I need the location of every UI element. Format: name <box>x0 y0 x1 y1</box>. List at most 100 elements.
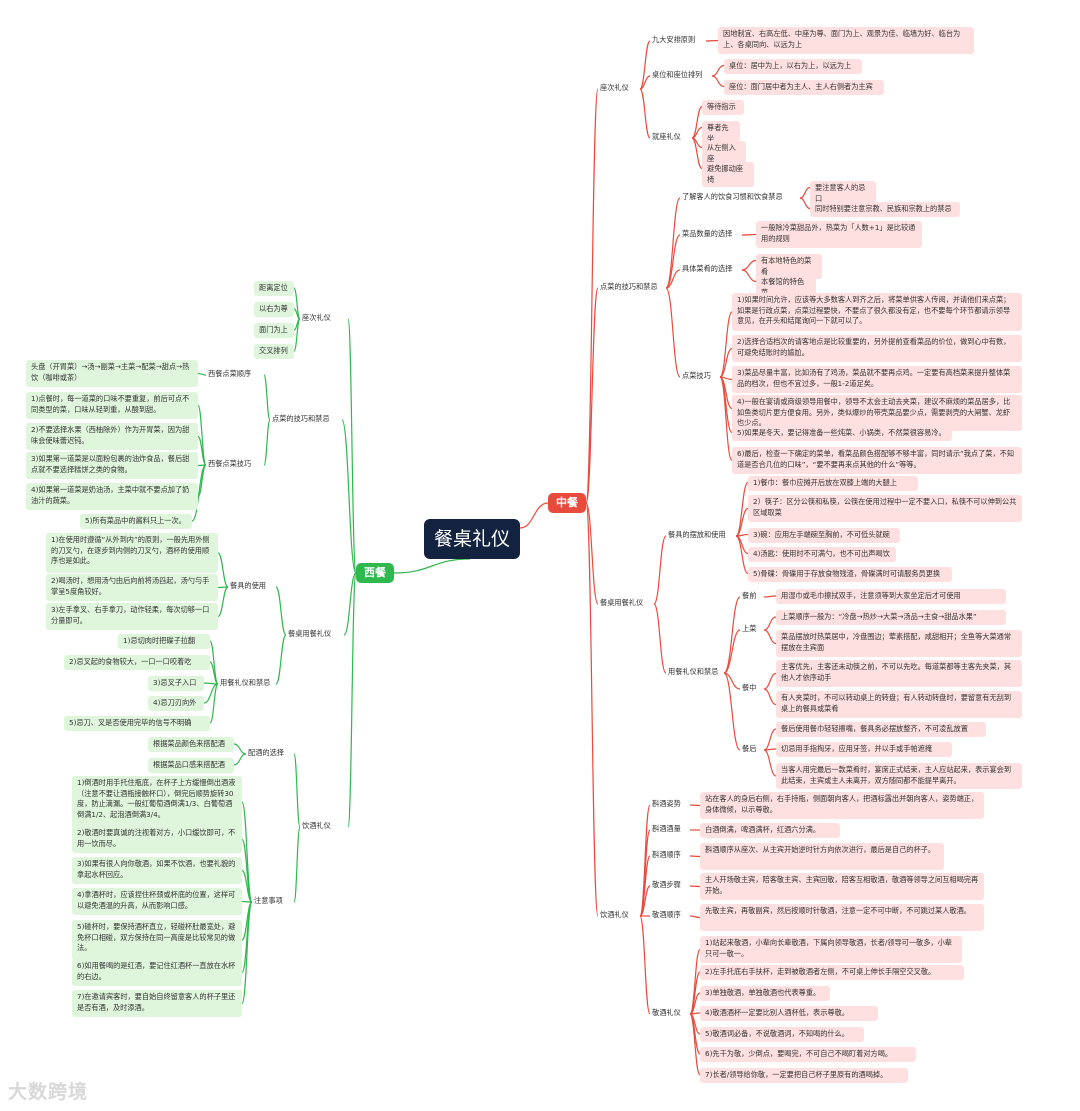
leaf-topic[interactable]: 7)在邀请宾客时，要自始自终留意客人的杯子里还是否有酒，及时添酒。 <box>72 990 242 1017</box>
subtopic[interactable]: 敬酒步骤 <box>652 880 681 889</box>
subtopic[interactable]: 敬酒顺序 <box>652 910 681 919</box>
leaf-topic[interactable]: 桌位：居中为上，以右为上，以远为上 <box>724 59 862 74</box>
leaf-topic[interactable]: 根据菜品口感来搭配酒 <box>148 758 234 773</box>
leaf-topic[interactable]: 一般除冷菜甜品外，热菜为「人数+1」是比较通用的规则 <box>756 221 922 248</box>
leaf-topic[interactable]: 5)碰杯时，要保持酒杯直立，轻碰杯肚最宽处，避免杯口相碰，双方保持在同一高度是比… <box>72 920 242 960</box>
leaf-topic[interactable]: 从左侧入座 <box>702 141 746 166</box>
leaf-topic[interactable]: 5)敬酒词必备，不说敬酒词，不知喝的什么。 <box>700 1027 864 1042</box>
leaf-topic[interactable]: 7)长者/领导给你敬，一定要把自己杯子里原有的酒喝掉。 <box>700 1068 908 1083</box>
leaf-topic[interactable]: 1)餐巾：餐巾应摊开后放在双膝上端的大腿上 <box>748 476 918 491</box>
leaf-topic[interactable]: 3)如果有很人向你敬酒，如果不饮酒，也要礼貌的拿起水杯回应。 <box>72 857 242 884</box>
subtopic[interactable]: 具体菜肴的选择 <box>682 264 733 273</box>
leaf-topic[interactable]: 1)点餐时，每一道菜的口味不要重复，前后可点不同类型的菜，口味从轻到重，从酸到甜… <box>26 392 198 419</box>
leaf-topic[interactable]: 以右为尊 <box>254 302 294 317</box>
subtopic[interactable]: 斟酒姿势 <box>652 799 681 808</box>
subtopic[interactable]: 西餐点菜顺序 <box>208 369 252 378</box>
leaf-topic[interactable]: 4)一般在宴请或商级领导用餐中，领导不太会主动去夹菜，建议不麻烦的菜品居多，比如… <box>732 395 1022 431</box>
leaf-topic[interactable]: 3)如果第一道菜是以面粉包裹的油炸食品，餐后甜点就不要选择糕饼之类的食物。 <box>26 452 198 479</box>
main-topic-chinese[interactable]: 中餐 <box>548 493 586 513</box>
leaf-topic[interactable]: 2)左手托底右手扶杯，走到被敬酒者左侧，不可桌上伸长手隔空交叉敬。 <box>700 965 964 980</box>
leaf-topic[interactable]: 距离定位 <box>254 281 294 296</box>
subtopic[interactable]: 餐后 <box>742 744 757 753</box>
leaf-topic[interactable]: 6)如用餐喝的是红酒，要记住红酒杯一直放在水杯的右边。 <box>72 959 242 986</box>
leaf-topic[interactable]: 5)所有菜品中的酱料只上一次。 <box>80 514 192 529</box>
leaf-topic[interactable]: 4)忌刀刃向外 <box>148 696 204 711</box>
leaf-topic[interactable]: 3)碗：应用左手端碗至胸前，不可低头就碗 <box>748 528 900 543</box>
subtopic[interactable]: 餐中 <box>742 683 757 692</box>
leaf-topic[interactable]: 主客优先，主客还未动筷之前，不可以先吃。每道菜都等主客先夹菜，其他人才依序动手 <box>776 660 1022 687</box>
leaf-topic[interactable]: 有本地特色的菜肴 <box>756 254 822 279</box>
subtopic[interactable]: 桌位和座位排列 <box>652 70 703 79</box>
leaf-topic[interactable]: 5)如果是冬天，要记得准备一些炖菜、小锅类，不然菜很容易冷。 <box>732 426 952 441</box>
leaf-topic[interactable]: 因地制宜、右高左低、中座为尊、面门为上、观景为佳、临墙为好、临台为上、各桌同向、… <box>718 27 974 54</box>
branch-topic[interactable]: 点菜的技巧和禁忌 <box>272 414 330 423</box>
leaf-topic[interactable]: 先敬主宾，再敬副宾，然后按顺时针敬酒，注意一定不可中断，不可跳过某人敬酒。 <box>700 904 984 931</box>
leaf-topic[interactable]: 餐后使用餐巾轻轻擦嘴，餐具务必摆放整齐，不可凌乱放置 <box>776 722 986 737</box>
leaf-topic[interactable]: 交叉排列 <box>254 344 294 359</box>
subtopic[interactable]: 用餐礼仪和禁忌 <box>668 667 719 676</box>
branch-topic[interactable]: 座次礼仪 <box>302 313 331 322</box>
subtopic[interactable]: 餐前 <box>742 591 757 600</box>
leaf-topic[interactable]: 2)忌叉起的食物较大，一口一口咬着吃 <box>64 655 210 670</box>
leaf-topic[interactable]: 4)拿酒杯时，应该捏住杯颈或杯底的位置，这样可以避免酒温的升高，从而影响口感。 <box>72 888 242 915</box>
leaf-topic[interactable]: 上菜顺序一般为：“冷盘→热炒→大菜→汤品→主食→甜品水果” <box>776 610 1006 625</box>
leaf-topic[interactable]: 2)不要选择水果（西柚除外）作为开胃菜，因为甜味会使味蕾迟钝。 <box>26 423 198 450</box>
leaf-topic[interactable]: 头盘（开胃菜）→汤→副菜→主菜→配菜→甜点→热饮（咖啡或茶） <box>26 360 198 387</box>
branch-topic[interactable]: 座次礼仪 <box>600 83 629 92</box>
subtopic[interactable]: 九大安排原则 <box>652 35 696 44</box>
leaf-topic[interactable]: 1)忌切肉时把碟子拉翻 <box>118 634 210 649</box>
root-topic[interactable]: 餐桌礼仪 <box>424 519 520 559</box>
leaf-topic[interactable]: 切忌用手指掏牙，应用牙签，并以手或手帕遮掩 <box>776 742 952 757</box>
leaf-topic[interactable]: 3)忌叉子入口 <box>148 676 204 691</box>
leaf-topic[interactable]: 面门为上 <box>254 323 294 338</box>
subtopic[interactable]: 上菜 <box>742 624 757 633</box>
leaf-topic[interactable]: 4)如果第一道菜是奶油汤，主菜中就不要点加了奶油汁的蔬菜。 <box>26 483 198 510</box>
branch-topic[interactable]: 饮酒礼仪 <box>302 821 331 830</box>
subtopic[interactable]: 餐具的摆放和使用 <box>668 530 726 539</box>
leaf-topic[interactable]: 2)敬酒时要真诚的注视着对方，小口缓饮即可，不用一饮而尽。 <box>72 826 242 853</box>
leaf-topic[interactable]: 4)敬酒酒杯一定要比别人酒杯低，表示尊敬。 <box>700 1006 878 1021</box>
leaf-topic[interactable]: 要注意客人的忌口 <box>810 181 876 206</box>
leaf-topic[interactable]: 根据菜品颜色来搭配酒 <box>148 737 234 752</box>
leaf-topic[interactable]: 等待指示 <box>702 100 744 115</box>
subtopic[interactable]: 斟酒酒量 <box>652 824 681 833</box>
leaf-topic[interactable]: 3)菜品尽量丰富，比如汤有了鸡汤，菜品就不要再点鸡。一定要有高档菜来提升整体菜品… <box>732 366 1022 393</box>
leaf-topic[interactable]: 2)选择合适档次的请客地点是比较重要的，另外提前查看菜品的价位，做到心中有数，可… <box>732 335 1022 362</box>
leaf-topic[interactable]: 4)汤匙：使用时不可满勺，也不可出声喝饮 <box>748 547 896 562</box>
subtopic[interactable]: 敬酒礼仪 <box>652 1008 681 1017</box>
leaf-topic[interactable]: 2）筷子：区分公筷和私筷，公筷在使用过程中一定不要入口，私筷不可以伸到公共区域取… <box>748 495 1022 522</box>
leaf-topic[interactable]: 1)在使用时遵循“从外到内”的原则，一般先用外侧的刀叉勺，在逐步到内侧的刀叉勺，… <box>46 533 218 573</box>
leaf-topic[interactable]: 主人开场敬主宾，陪客敬主宾、主宾回敬，陪客互相敬酒，敬酒等领导之间互相喝完再开始… <box>700 873 984 900</box>
leaf-topic[interactable]: 白酒倒满，啤酒满杯，红酒六分满。 <box>700 823 840 838</box>
leaf-topic[interactable]: 站在客人的身后右侧，右手持瓶，侧面朝向客人，把酒标露出并朝向客人，姿势端正，身体… <box>700 792 984 819</box>
leaf-topic[interactable]: 6)最后，检查一下确定的菜单，看菜品颜色搭配够不够丰富，同时请示“我点了菜，不知… <box>732 447 1022 474</box>
leaf-topic[interactable]: 避免挪动座椅 <box>702 162 754 187</box>
subtopic[interactable]: 配酒的选择 <box>248 748 284 757</box>
branch-topic[interactable]: 餐桌用餐礼仪 <box>600 598 644 607</box>
branch-topic[interactable]: 餐桌用餐礼仪 <box>288 629 332 638</box>
subtopic[interactable]: 餐具的使用 <box>230 581 266 590</box>
leaf-topic[interactable]: 3)单独敬酒，单独敬酒也代表尊重。 <box>700 986 830 1001</box>
leaf-topic[interactable]: 用湿巾或毛巾擦拭双手，注意须等到大家坐定后才可使用 <box>776 589 1006 604</box>
leaf-topic[interactable]: 6)先干为敬，少倒点，要喝完，不可自己不喝盯着对方喝。 <box>700 1047 916 1062</box>
leaf-topic[interactable]: 2)喝汤时，想用汤勺由后向前将汤舀起，汤勺与手掌呈5度角较好。 <box>46 574 218 601</box>
leaf-topic[interactable]: 菜品摆放时热菜居中，冷盘围边；荤素搭配，咸甜相开；全鱼等大菜通常摆放在主宾面 <box>776 630 1022 657</box>
subtopic[interactable]: 点菜技巧 <box>682 371 711 380</box>
leaf-topic[interactable]: 1)站起来敬酒，小辈向长辈敬酒，下属向领导敬酒，长者/领导可一敬多，小辈只可一敬… <box>700 936 962 963</box>
subtopic[interactable]: 菜品数量的选择 <box>682 229 733 238</box>
leaf-topic[interactable]: 斟酒顺序从座次、从主宾开始逆时针方向依次进行，最后是自己的杯子。 <box>700 843 944 870</box>
subtopic[interactable]: 就座礼仪 <box>652 132 681 141</box>
branch-topic[interactable]: 饮酒礼仪 <box>600 910 629 919</box>
leaf-topic[interactable]: 1)倒酒时用手托住瓶底，在杯子上方缓慢倒出酒液（注意不要让酒瓶接触杯口），倒完后… <box>72 776 242 828</box>
leaf-topic[interactable]: 3)左手拿叉、右手拿刀，动作轻柔，每次切够一口分量即可。 <box>46 603 218 630</box>
main-topic-western[interactable]: 西餐 <box>356 563 394 583</box>
subtopic[interactable]: 用餐礼仪和禁忌 <box>220 678 271 687</box>
branch-topic[interactable]: 点菜的技巧和禁忌 <box>600 282 658 291</box>
leaf-topic[interactable]: 当客人用完最后一款菜肴时，宴席正式结束，主人应站起来，表示宴会到此结束，主宾或主… <box>776 763 1022 789</box>
subtopic[interactable]: 注意事项 <box>254 896 283 905</box>
leaf-topic[interactable]: 5)忌刀、叉是否使用完毕的信号不明确 <box>64 716 210 731</box>
leaf-topic[interactable]: 有人夹菜时，不可以转动桌上的转盘；有人转动转盘时，要留意有无刮到桌上的餐具或菜肴 <box>776 691 1022 718</box>
subtopic[interactable]: 西餐点菜技巧 <box>208 459 252 468</box>
subtopic[interactable]: 了解客人的饮食习惯和饮食禁忌 <box>682 192 783 201</box>
leaf-topic[interactable]: 座位：面门居中者为主人、主人右侧者为主宾 <box>724 80 884 95</box>
